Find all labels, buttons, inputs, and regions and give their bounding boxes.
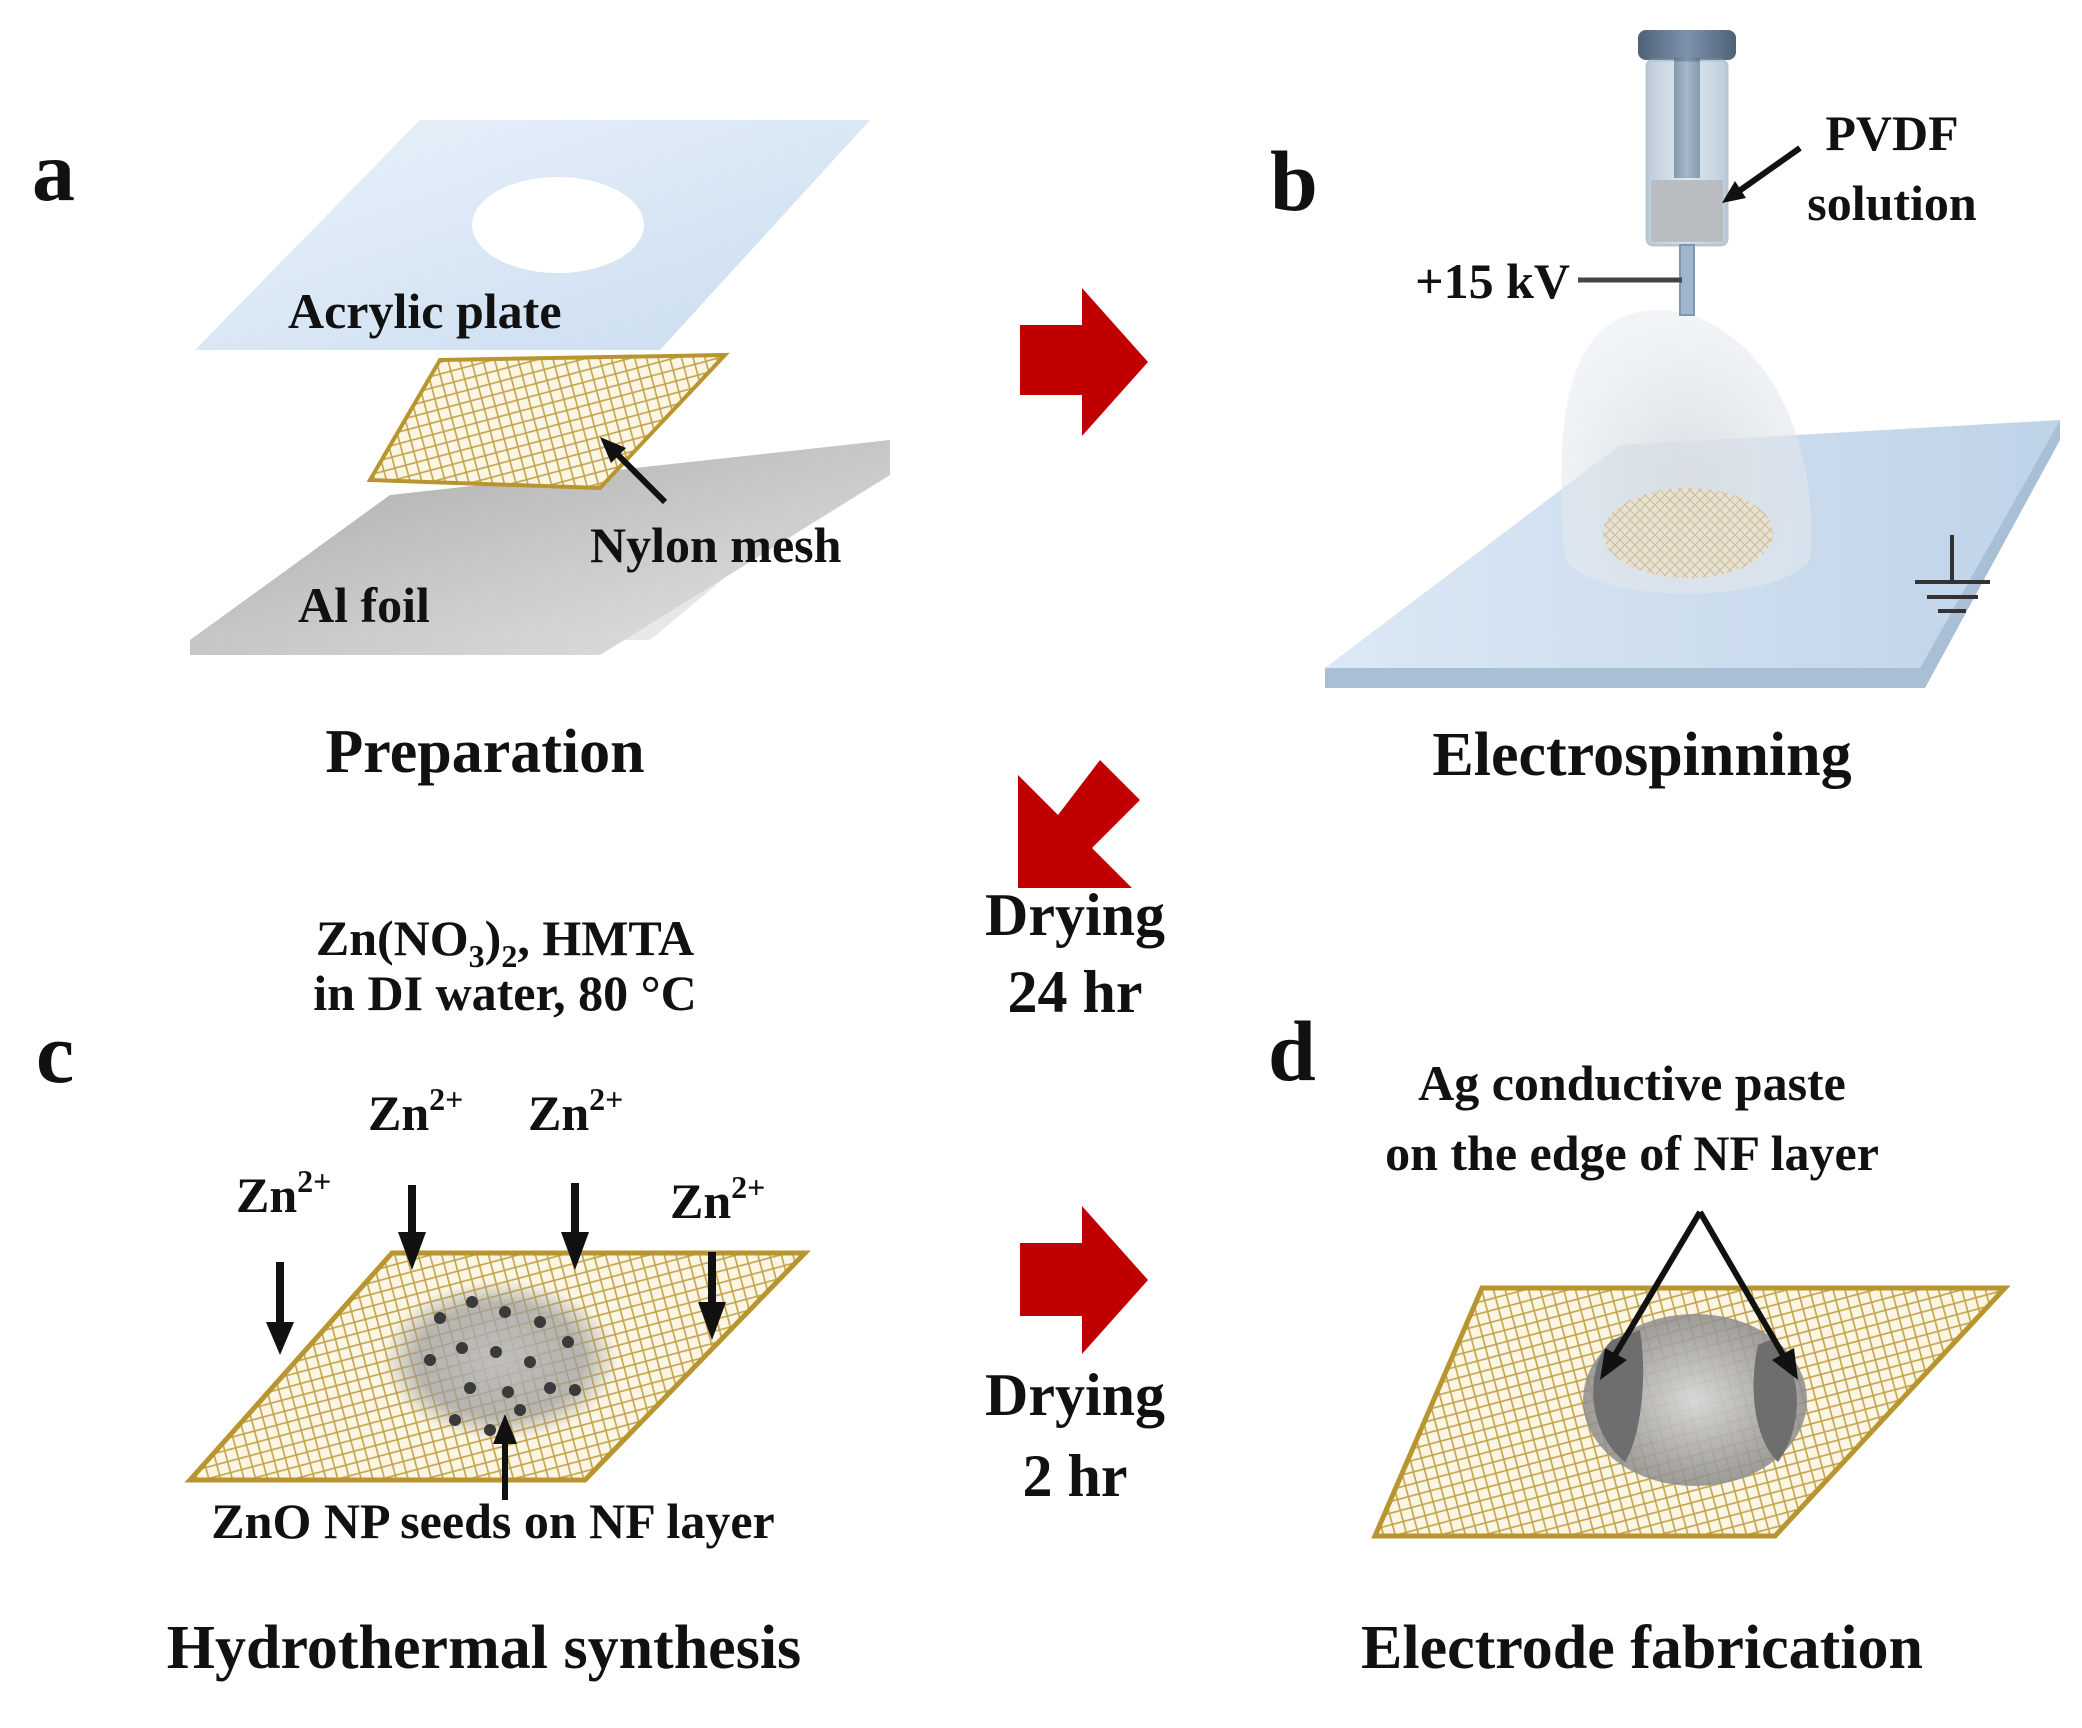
panel-a-letter: a bbox=[32, 123, 75, 219]
panel-a-caption: Preparation bbox=[325, 718, 644, 786]
paste-label-line2: on the edge of NF layer bbox=[1385, 1125, 1879, 1181]
panel-c-letter: c bbox=[36, 1005, 74, 1101]
panel-d-letter: d bbox=[1268, 1003, 1316, 1099]
solution-pointer-arrowhead bbox=[1722, 181, 1746, 203]
acrylic-plate-label: Acrylic plate bbox=[288, 283, 562, 339]
al-foil-top bbox=[190, 440, 890, 640]
drying2-line1: Drying bbox=[985, 1362, 1165, 1428]
nylon-mesh-label: Nylon mesh bbox=[590, 517, 842, 573]
panel-c: c Zn(NO3)2, HMTA in DI water, 80 °C Zn2+… bbox=[36, 910, 811, 1682]
seed-pointer-arrowhead bbox=[493, 1414, 517, 1444]
zn-ion-label: Zn2+ bbox=[368, 1081, 463, 1141]
drying1-line1: Drying bbox=[985, 882, 1165, 948]
panel-a: a Acrylic plate Nylon mesh Al foil Prepa… bbox=[32, 120, 890, 786]
nylon-mesh bbox=[366, 352, 730, 491]
voltage-label: +15 kV bbox=[1415, 253, 1570, 309]
step-arrow-a-to-b bbox=[1020, 288, 1148, 436]
syringe-needle bbox=[1679, 244, 1695, 316]
zn-ion-labels: Zn2+ Zn2+ Zn2+ Zn2+ bbox=[236, 1081, 765, 1229]
zno-np-seeds bbox=[424, 1296, 581, 1436]
zn-ion-label: Zn2+ bbox=[528, 1081, 623, 1141]
panel-b: b +15 kV PVDF solution Electrospinning bbox=[1270, 30, 2060, 789]
al-foil-label: Al foil bbox=[298, 577, 430, 633]
pvdf-label-line1: PVDF bbox=[1825, 105, 1958, 161]
panel-d: d Ag conductive paste on the edge of NF … bbox=[1268, 1003, 2011, 1682]
solution-pointer-arrow bbox=[1730, 145, 1802, 199]
zno-seed-region bbox=[382, 1280, 618, 1440]
panel-d-caption: Electrode fabrication bbox=[1361, 1614, 1923, 1682]
drying1-line2: 24 hr bbox=[1008, 959, 1143, 1025]
panel-c-caption: Hydrothermal synthesis bbox=[167, 1614, 801, 1682]
zn-ion-label: Zn2+ bbox=[670, 1169, 765, 1229]
zn-ion-label: Zn2+ bbox=[236, 1163, 331, 1223]
step-arrow-c-to-d bbox=[1020, 1206, 1148, 1354]
acrylic-plate-hole bbox=[472, 177, 644, 273]
paste-label-line1: Ag conductive paste bbox=[1418, 1055, 1846, 1111]
zn-ion-arrows bbox=[266, 1183, 726, 1355]
reaction-conditions-line1: Zn(NO3)2, HMTA bbox=[316, 910, 694, 974]
reaction-conditions-line2: in DI water, 80 °C bbox=[313, 965, 696, 1021]
seed-label: ZnO NP seeds on NF layer bbox=[211, 1493, 774, 1549]
syringe-plunger-cap bbox=[1638, 30, 1736, 60]
paste-pointer-arrows bbox=[1600, 1210, 1798, 1380]
panel-b-caption: Electrospinning bbox=[1432, 721, 1851, 789]
pvdf-label-line2: solution bbox=[1807, 175, 1977, 231]
mesh-pointer-arrowhead bbox=[600, 437, 626, 463]
step-arrow-b-to-c bbox=[1018, 760, 1140, 888]
fiber-deposit bbox=[1603, 488, 1773, 578]
drying2-line2: 2 hr bbox=[1023, 1443, 1128, 1509]
ground-icon bbox=[1915, 535, 1990, 613]
pvdf-solution bbox=[1651, 180, 1723, 242]
panel-b-letter: b bbox=[1270, 133, 1318, 229]
